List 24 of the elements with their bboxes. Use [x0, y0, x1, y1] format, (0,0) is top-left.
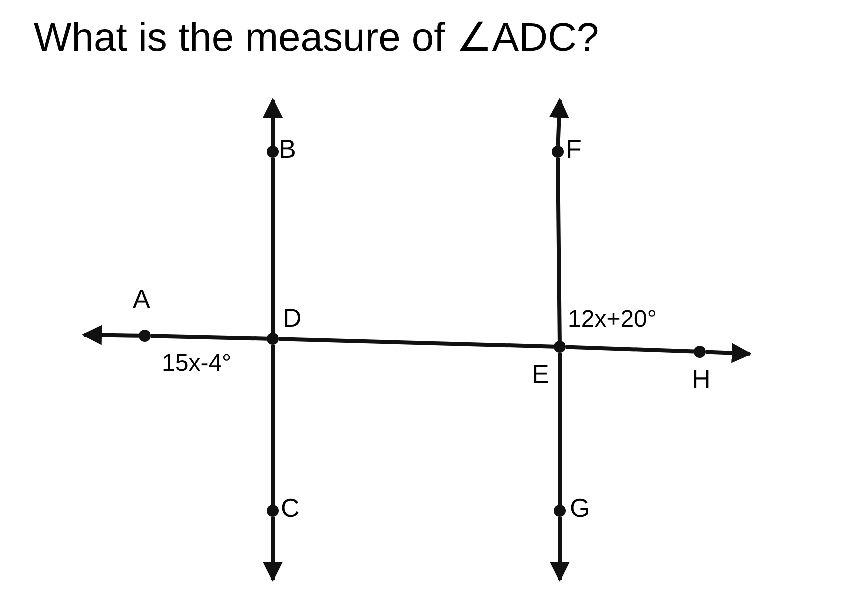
title: What is the measure of ∠ADC?: [34, 15, 600, 62]
point-label: G: [570, 495, 590, 521]
line-segment: [556, 158, 562, 342]
arrow: [263, 98, 283, 146]
line-segment: [278, 337, 554, 349]
arrow: [706, 343, 752, 364]
angle-label: 15x-4°: [162, 352, 232, 376]
point-label: H: [692, 366, 711, 392]
arrow: [550, 517, 570, 582]
arrow: [263, 517, 283, 582]
point-label: A: [133, 286, 150, 312]
line-segment: [566, 345, 694, 354]
point-label: B: [279, 136, 296, 162]
point-label: E: [532, 361, 550, 387]
line-segment: [150, 334, 268, 341]
point-label: C: [281, 495, 300, 521]
arrow: [549, 98, 570, 146]
point-label: D: [283, 305, 302, 331]
point-label: F: [566, 136, 582, 162]
line-segment: [271, 158, 275, 333]
line-segment: [558, 353, 562, 505]
angle-label: 12x+20°: [568, 308, 658, 332]
arrow: [82, 325, 140, 346]
line-segment: [271, 345, 275, 505]
